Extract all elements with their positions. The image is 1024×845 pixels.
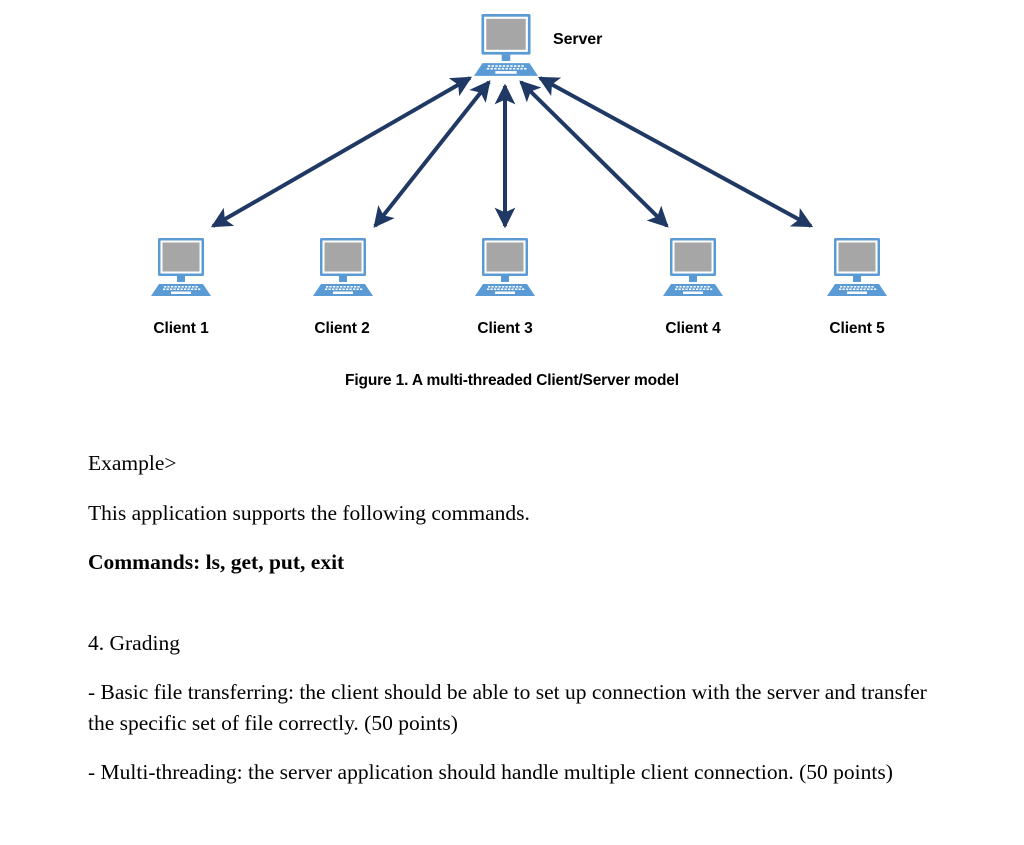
heading-grading: 4. Grading [88,630,180,655]
client-5-computer-icon [827,238,887,296]
client-server-diagram-svg [151,14,887,296]
document-body: Example> This application supports the f… [88,448,958,807]
client-2-computer-icon [313,238,373,296]
arrow-server-client-4 [519,80,669,228]
client-4-label: Client 4 [665,320,721,337]
server-computer-icon [474,14,538,76]
client-4-computer-icon [663,238,723,296]
client-1-label: Client 1 [153,320,209,337]
server-label: Server [553,31,603,48]
paragraph-grading-multi-threading: - Multi-threading: the server applicatio… [88,760,893,785]
paragraph-example: Example> [88,451,177,475]
paragraph-commands-list: Commands: ls, get, put, exit [88,550,345,575]
figure-caption: Figure 1. A multi-threaded Client/Server… [345,372,679,389]
client-5-label: Client 5 [829,320,885,337]
figure-diagram: Server Client 1 Client 2 Client 3 Client… [0,0,1024,410]
paragraph-supported-commands: This application supports the following … [88,500,530,525]
paragraph-grading-basic-file-transferring: - Basic file transferring: the client sh… [88,680,927,735]
client-2-label: Client 2 [314,320,370,337]
arrow-server-client-2 [373,80,491,228]
connector-arrows [210,76,814,229]
client-3-computer-icon [475,238,535,296]
client-3-label: Client 3 [477,320,533,337]
client-1-computer-icon [151,238,211,296]
arrow-server-client-5 [537,76,814,228]
